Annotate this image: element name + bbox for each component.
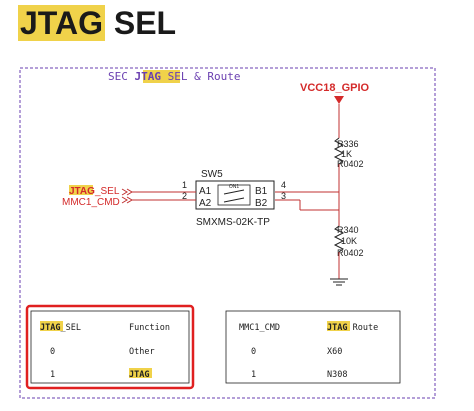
table-right-row1-c1: 1 (251, 370, 256, 380)
switch-part: SMXMS-02K-TP (196, 217, 270, 228)
ground-icon (330, 278, 348, 286)
table-right-header-col1: MMC1_CMD (239, 323, 280, 333)
net-jtag-sel: JTAG_SEL (69, 186, 120, 197)
resistor-r340-icon (333, 225, 345, 253)
frame-border (19, 67, 436, 399)
table-left-row1-c1: 1 (50, 370, 55, 380)
table-left-header-col1: JTAG_SEL (40, 323, 81, 333)
table-right-row0-c2: X60 (327, 347, 342, 357)
switch-pin-b2: B2 (255, 198, 268, 209)
table-left-row0-c2: Other (129, 347, 155, 357)
switch-body (195, 180, 275, 210)
r340-ref: R340 (337, 225, 359, 235)
switch-pin-a1: A1 (199, 186, 212, 197)
table-left-border (30, 310, 190, 384)
table-left-row1-hl-bg (129, 368, 152, 378)
net-mmc1-cmd: MMC1_CMD (62, 197, 120, 208)
r340-value: 10K (341, 236, 357, 246)
switch-ref: SW5 (201, 169, 223, 180)
title-rest: SEL (104, 5, 177, 41)
page-title: JTAG SEL (18, 4, 176, 42)
power-arrow-icon (334, 96, 344, 104)
table-left-header-hl-bg (40, 321, 63, 331)
switch-window (217, 184, 251, 206)
table-right-header-hl-bg (327, 321, 350, 331)
r336-value: 1K (341, 149, 352, 159)
table-left-row1-c2: JTAG (129, 370, 149, 380)
r336-ref: R336 (337, 139, 359, 149)
table-right-header-col2: JTAG Route (327, 323, 378, 333)
table-left-row0-c1: 0 (50, 347, 55, 357)
highlight-box (25, 304, 195, 390)
switch-pin-num-1: 1 (182, 180, 187, 190)
switch-lever-1-icon (223, 189, 245, 195)
frame-heading-highlight-bg (143, 70, 180, 83)
off-page-arrow-2-icon (121, 196, 133, 204)
title-highlight: JTAG (18, 5, 105, 41)
power-net-label: VCC18_GPIO (300, 82, 370, 94)
jtag-sel-highlight-bg (69, 185, 93, 195)
switch-pin-b1: B1 (255, 186, 268, 197)
switch-pin-num-3: 3 (281, 191, 286, 201)
switch-on-mark: ON1 (229, 184, 240, 190)
frame-heading: SEC JTAG SEL & Route (108, 70, 240, 83)
resistor-r336-icon (333, 137, 345, 165)
r340-package: R0402 (337, 248, 364, 258)
switch-pin-num-4: 4 (281, 180, 286, 190)
table-left-header-col2: Function (129, 323, 170, 333)
switch-lever-2-icon (223, 197, 245, 203)
off-page-arrow-1-icon (121, 188, 133, 196)
table-right-row0-c1: 0 (251, 347, 256, 357)
r336-package: R0402 (337, 159, 364, 169)
switch-pin-num-2: 2 (182, 191, 187, 201)
table-right-border (225, 310, 401, 384)
table-right-row1-c2: N308 (327, 370, 347, 380)
switch-pin-a2: A2 (199, 198, 212, 209)
